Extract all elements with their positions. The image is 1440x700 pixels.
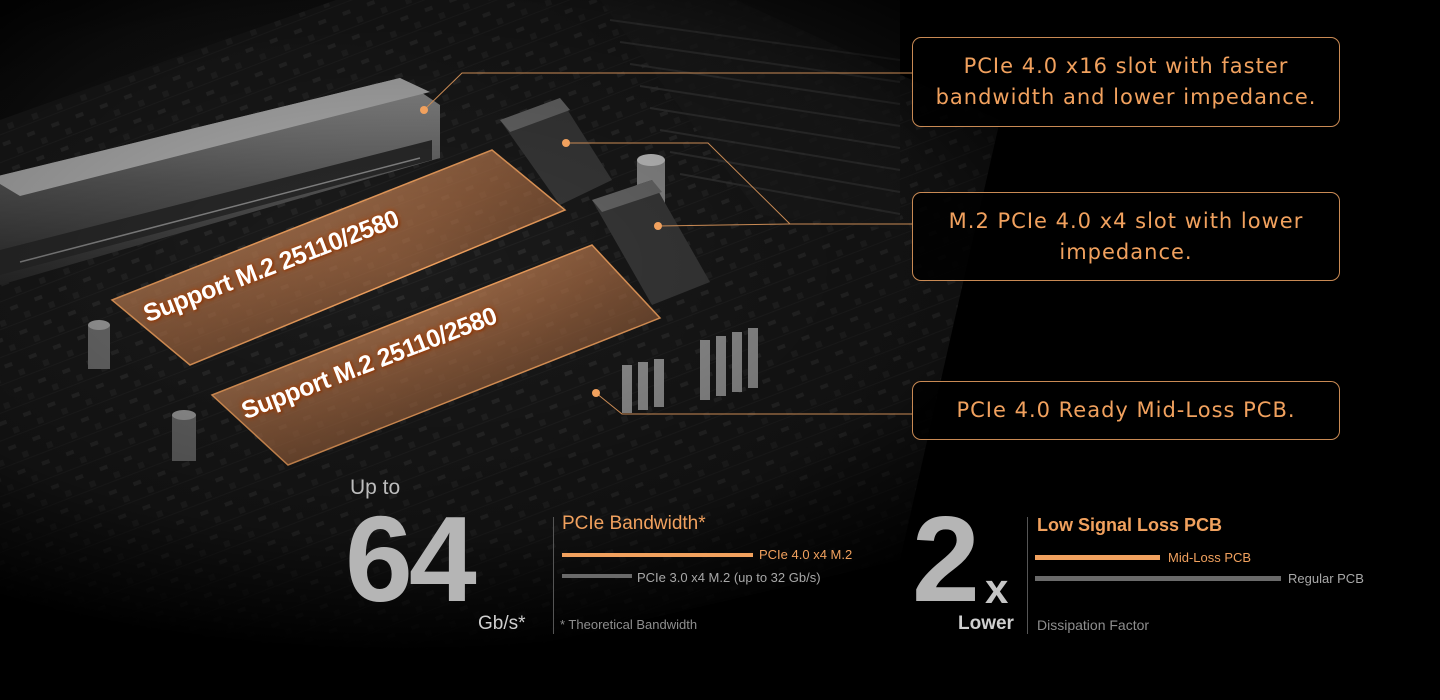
stat-divider-1 [553,517,554,634]
bandwidth-footnote: * Theoretical Bandwidth [560,617,698,632]
callout-m2-slot: M.2 PCIe 4.0 x4 slot with lower impedanc… [912,192,1340,281]
leader-line-m2-link [657,223,791,227]
callout-pcie-x16-slot: PCIe 4.0 x16 slot with faster bandwidth … [912,37,1340,127]
signal-caption: Lower [958,613,1014,634]
bar-pcie3-label: PCIe 3.0 x4 M.2 (up to 32 Gb/s) [637,570,821,585]
signal-title: Low Signal Loss PCB [1037,515,1223,535]
callout-leader-lines [423,72,912,415]
bandwidth-prefix: Up to [350,476,401,499]
bar-midloss-label: Mid-Loss PCB [1168,550,1252,565]
callout-pcie-x16-text: PCIe 4.0 x16 slot with faster bandwidth … [935,54,1317,109]
signal-footnote: Dissipation Factor [1037,617,1150,633]
bar-regular-label: Regular PCB [1288,571,1364,586]
leader-line-m2 [566,142,912,225]
bandwidth-title: PCIe Bandwidth* [562,513,706,534]
callout-anchor-dots [420,106,662,397]
leader-line-pcb [595,392,912,415]
bar-pcie4-label: PCIe 4.0 x4 M.2 [759,547,853,562]
bar-regular [1035,576,1281,581]
callout-pcb-text: PCIe 4.0 Ready Mid-Loss PCB. [956,398,1296,422]
stat-divider-2 [1027,517,1028,634]
bandwidth-unit: Gb/s* [478,613,526,634]
bar-pcie4 [562,553,753,557]
callout-pcb: PCIe 4.0 Ready Mid-Loss PCB. [912,381,1340,440]
leader-line-pcie [423,72,912,111]
bandwidth-value: 64 [345,491,477,627]
bar-midloss [1035,555,1160,560]
bar-pcie3 [562,574,632,578]
signal-value: 2 [912,491,980,627]
callout-m2-text: M.2 PCIe 4.0 x4 slot with lower impedanc… [948,208,1304,264]
signal-suffix: x [985,565,1009,612]
